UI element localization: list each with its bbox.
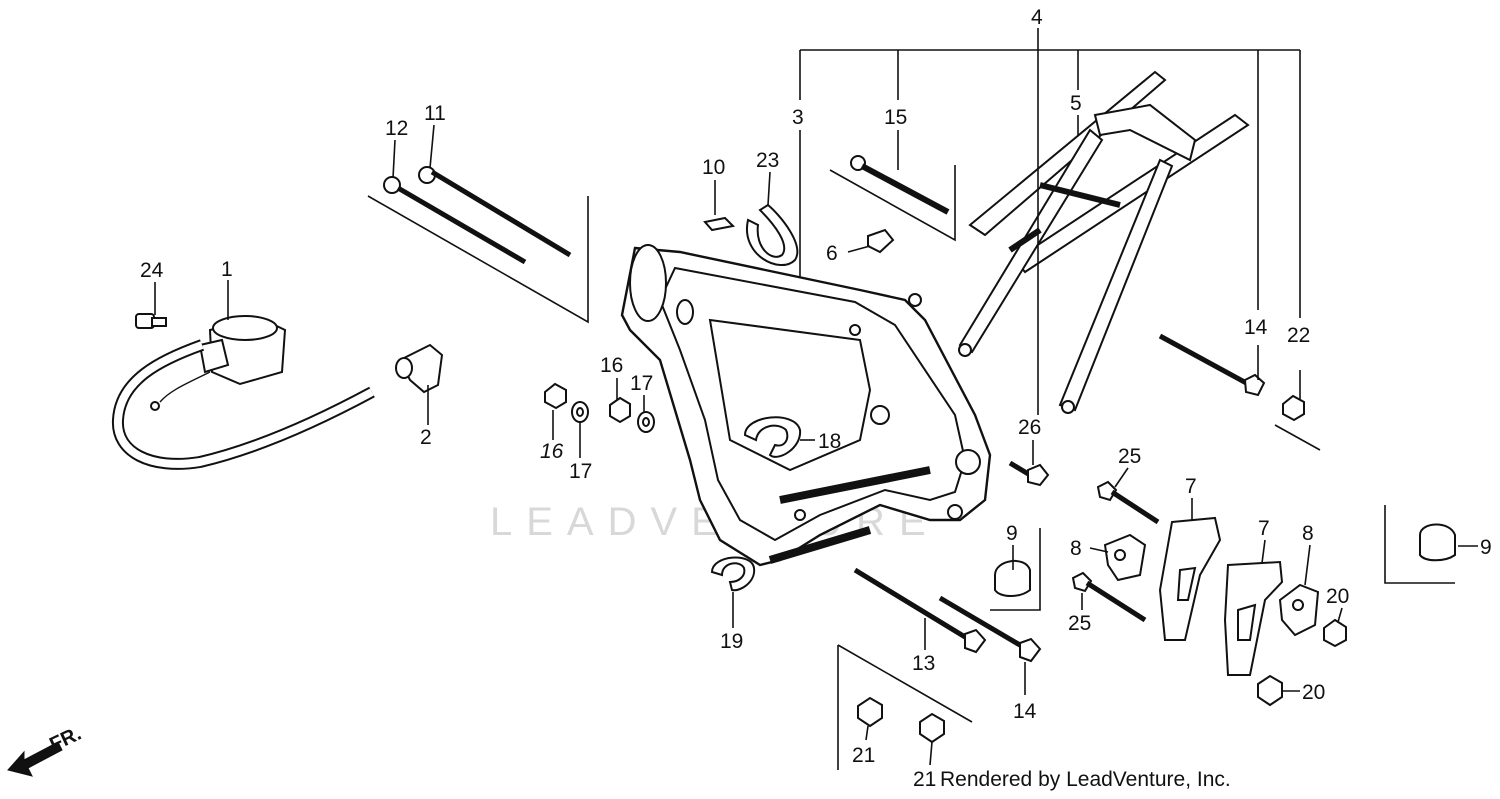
footpeg-bracket-left[interactable]: [1158, 516, 1222, 641]
callout-4: 4: [1031, 6, 1043, 29]
render-credit: Rendered by LeadVenture, Inc.: [940, 768, 1231, 791]
callout-2: 2: [420, 426, 432, 449]
callout-13: 13: [912, 652, 935, 675]
clamp-18[interactable]: [743, 416, 802, 458]
rubber-9-right[interactable]: [1419, 523, 1456, 562]
callout-25-lower: 25: [1068, 612, 1091, 635]
bolt-24[interactable]: [135, 313, 167, 329]
callout-9-left: 9: [1006, 522, 1018, 545]
bolt-14-upper[interactable]: [1158, 333, 1266, 397]
washer-17-left[interactable]: [571, 401, 589, 423]
callout-24: 24: [140, 259, 164, 282]
callout-6: 6: [826, 242, 838, 265]
callout-17-upper: 17: [630, 372, 653, 395]
nut-21-left[interactable]: [857, 696, 883, 728]
callout-5: 5: [1070, 92, 1082, 115]
callout-26: 26: [1018, 416, 1041, 439]
nut-21-right[interactable]: [919, 712, 945, 744]
callout-7-left: 7: [1185, 475, 1197, 498]
rubber-9-left[interactable]: [994, 560, 1031, 597]
callout-14-upper: 14: [1244, 316, 1268, 339]
callout-23: 23: [756, 149, 779, 172]
front-direction-arrow: FR.: [7, 723, 85, 777]
callout-8-left: 8: [1070, 537, 1082, 560]
clip-19[interactable]: [710, 556, 756, 592]
callout-15: 15: [884, 106, 907, 129]
nut-20-lower[interactable]: [1257, 674, 1283, 707]
bolt-11[interactable]: [418, 166, 572, 258]
footpeg-bracket-right[interactable]: [1223, 560, 1284, 676]
bolt-15[interactable]: [850, 155, 950, 215]
nut-20-upper[interactable]: [1323, 618, 1347, 648]
band-23[interactable]: [745, 203, 799, 266]
clip-10[interactable]: [703, 216, 736, 232]
callout-12: 12: [385, 117, 408, 140]
callout-16-lower: 16: [540, 440, 564, 463]
callout-16-upper: 16: [600, 354, 623, 377]
rear-subframe[interactable]: [958, 70, 1250, 414]
bolt-25-lower[interactable]: [1071, 571, 1147, 623]
callout-21-left: 21: [852, 744, 875, 767]
callout-22: 22: [1287, 324, 1310, 347]
callout-19: 19: [720, 630, 743, 653]
bolt-12[interactable]: [383, 176, 527, 265]
rubber-6[interactable]: [867, 228, 895, 254]
clamp-8-left[interactable]: [1103, 533, 1147, 582]
callout-21-right: 21: [913, 768, 936, 791]
bolt-25-upper[interactable]: [1096, 480, 1160, 525]
callout-labels: 1 24 2 12 11 3 15 4 5 10 23 6 14 22 16 1…: [140, 6, 1492, 791]
callout-17-lower: 17: [569, 460, 592, 483]
callout-3: 3: [792, 106, 804, 129]
nut-16-right[interactable]: [609, 396, 631, 424]
nut-22[interactable]: [1282, 394, 1305, 422]
clamp-8-right[interactable]: [1278, 583, 1320, 637]
callout-7-right: 7: [1258, 517, 1270, 540]
bolt-26[interactable]: [1008, 460, 1050, 487]
ignition-coil[interactable]: [111, 315, 375, 470]
callout-18: 18: [818, 430, 841, 453]
callout-20-upper: 20: [1326, 585, 1349, 608]
callout-20-lower: 20: [1302, 681, 1325, 704]
callout-10: 10: [702, 156, 725, 179]
main-frame[interactable]: [620, 244, 992, 567]
spark-plug-cap[interactable]: [395, 343, 444, 394]
bolt-13[interactable]: [853, 567, 987, 654]
bolt-14-lower[interactable]: [938, 595, 1042, 663]
callout-25-upper: 25: [1118, 445, 1141, 468]
nut-16-left[interactable]: [544, 382, 567, 410]
callout-11: 11: [424, 102, 446, 125]
callout-8-right: 8: [1302, 522, 1314, 545]
leader-lines: [154, 28, 1478, 766]
callout-14-lower: 14: [1013, 700, 1037, 723]
washer-17-right[interactable]: [637, 411, 655, 433]
callout-9-right: 9: [1480, 536, 1492, 559]
callout-1: 1: [221, 258, 233, 281]
